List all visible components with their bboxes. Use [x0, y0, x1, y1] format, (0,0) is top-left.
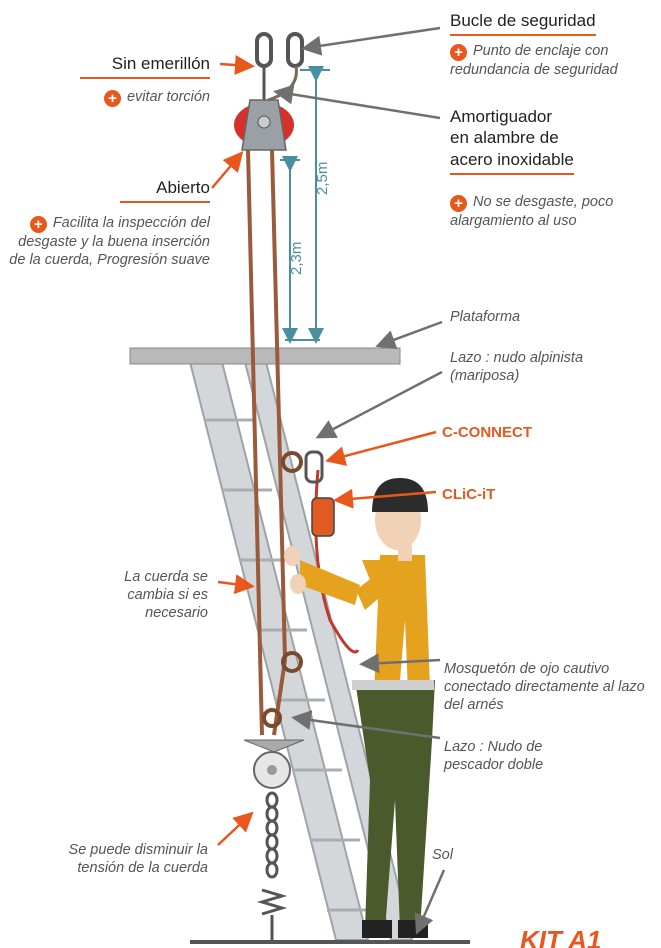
platform [129, 347, 401, 365]
plus-circle-icon: + [103, 90, 121, 107]
worker [284, 478, 435, 938]
kit-title: KIT A1 [520, 925, 602, 948]
clic-it-device [311, 497, 335, 537]
plus-circle-icon: + [450, 44, 467, 61]
label-sol: Sol [432, 847, 453, 863]
pulley-device [234, 99, 294, 151]
dimension-lines [280, 66, 330, 344]
label-c-connect: C-CONNECT [442, 424, 532, 441]
label-sin-emerillon: Sin emerillón [80, 53, 210, 80]
label-mosqueton: Mosquetón de ojo cautivo conectado direc… [444, 661, 645, 714]
knots [262, 451, 303, 728]
label-bucle: Bucle de seguridad [450, 10, 596, 37]
note-sin-emerillon: +evitar torción [40, 88, 210, 107]
anchor-carabiners [255, 32, 304, 68]
label-clic-it: CLiC-iT [442, 486, 496, 503]
plus-circle-icon: + [29, 216, 47, 233]
dimension-2-5m: 2,5m [314, 161, 331, 195]
accent-arrows [211, 55, 437, 846]
label-amortiguador: Amortiguador en alambre de acero inoxida… [450, 106, 574, 175]
label-cuerda-cambia: La cuerda se cambia si es necesario [124, 569, 208, 622]
dimension-2-3m: 2,3m [288, 241, 305, 275]
note-bucle: +Punto de enclaje con redundancia de seg… [450, 43, 618, 78]
note-abierto: +Facilita la inspección del desgaste y l… [9, 215, 210, 269]
label-abierto: Abierto [120, 177, 210, 204]
plus-circle-icon: + [450, 195, 467, 212]
label-plataforma: Plataforma [450, 309, 521, 325]
label-tension: Se puede disminuir la tensión de la cuer… [68, 842, 208, 877]
tensioner [243, 739, 305, 940]
c-connect-device [304, 450, 324, 484]
pointer-arrows [273, 26, 446, 935]
label-lazo-pescador: Lazo : Nudo de pescador doble [444, 739, 544, 774]
note-amortiguador: +No se desgaste, poco alargamiento al us… [450, 194, 614, 229]
label-lazo-alpinista: Lazo : nudo alpinista (mariposa) [450, 350, 584, 385]
